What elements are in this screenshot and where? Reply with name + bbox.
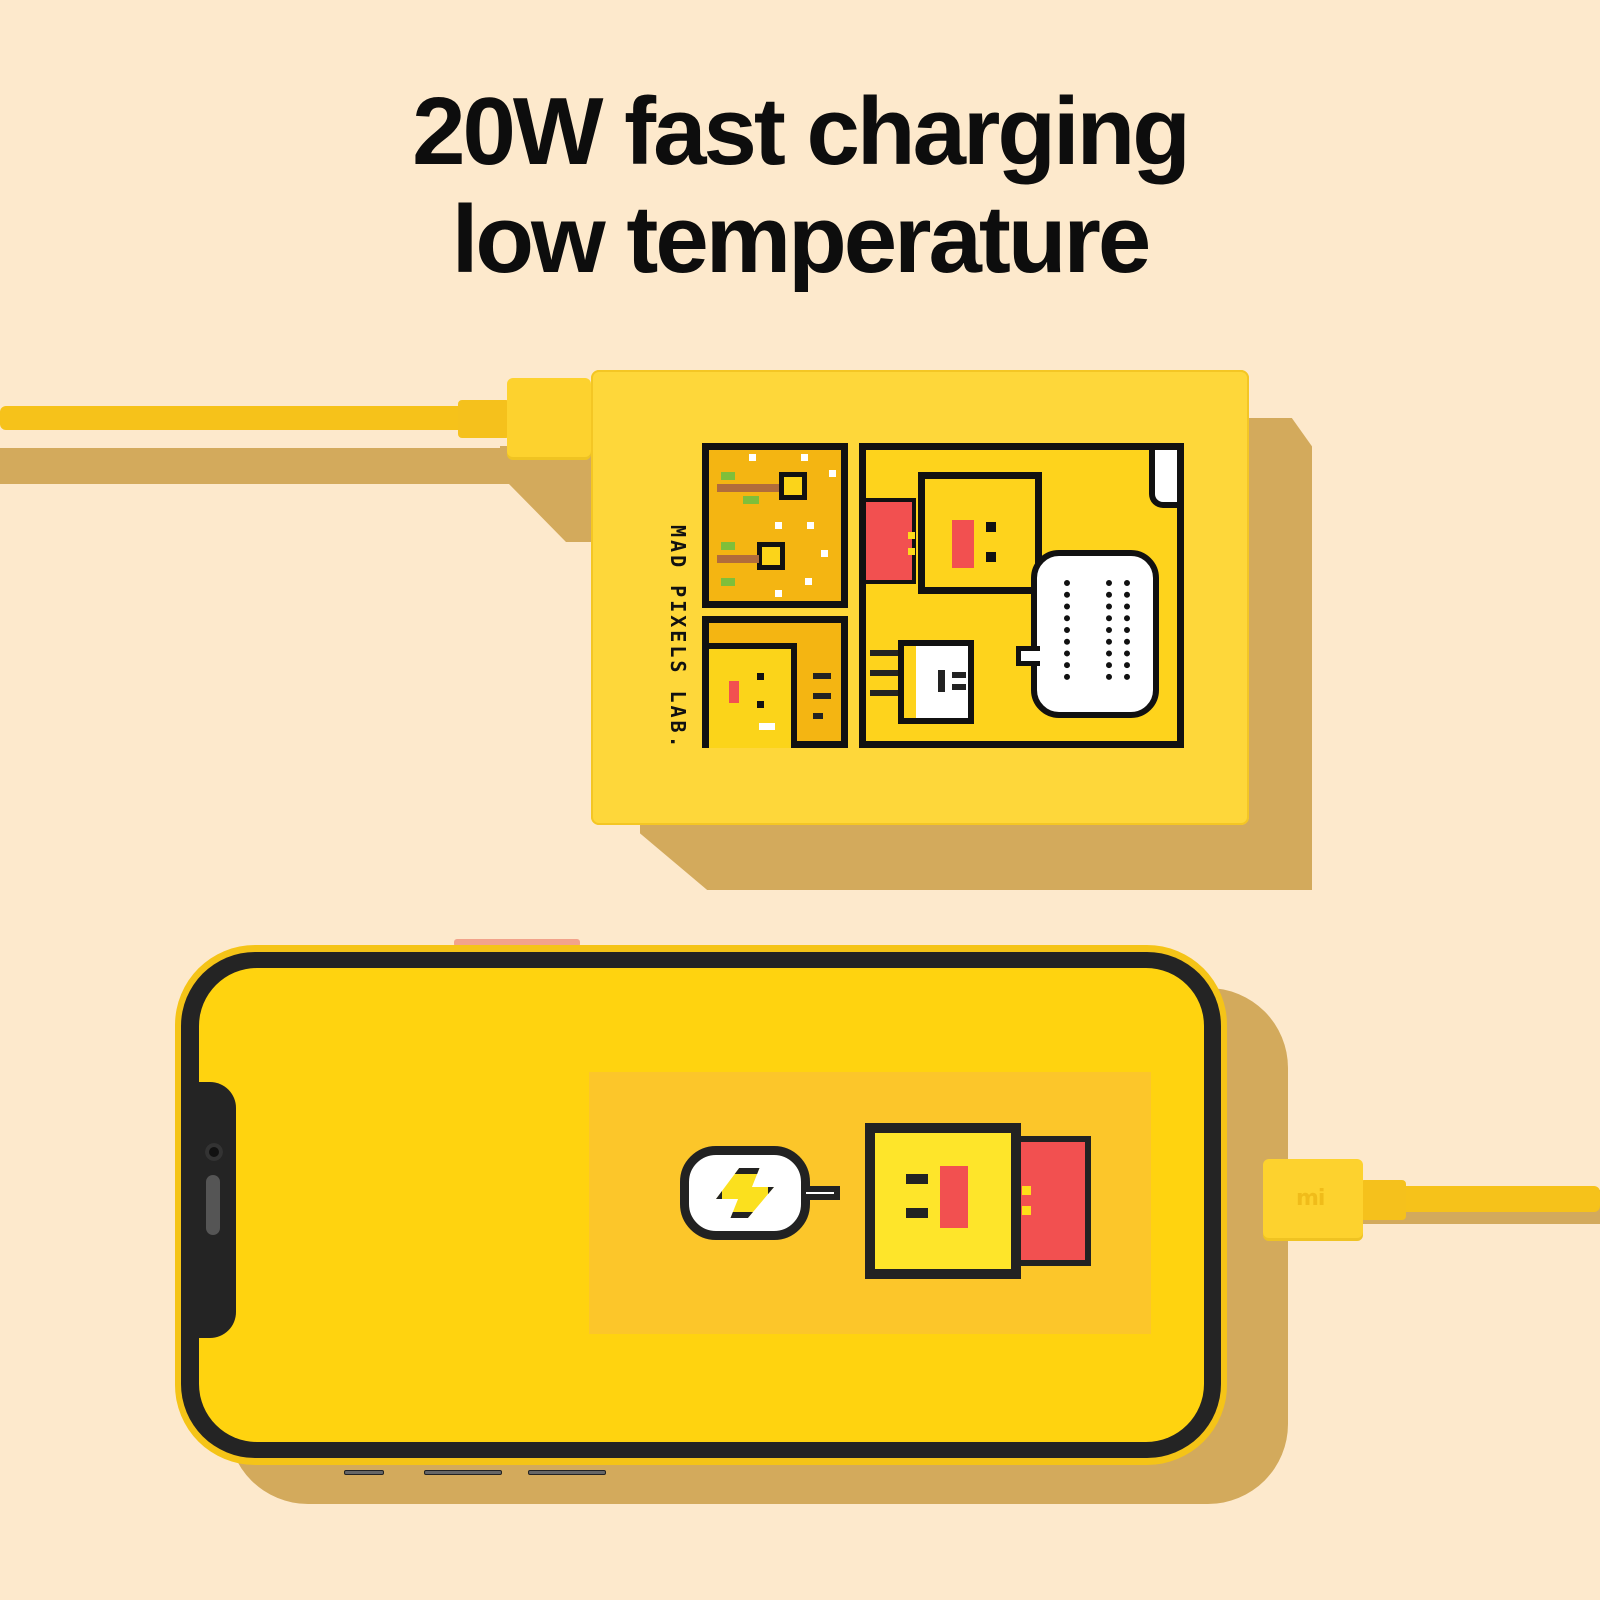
smiley-square-icon: [709, 643, 797, 748]
smiley-square-icon: [918, 472, 1042, 594]
headline: 20W fast charging low temperature: [0, 78, 1600, 294]
duck-legs-icon: [717, 555, 759, 563]
usb-plug-left: [507, 378, 591, 460]
sparkle-icon: [805, 578, 812, 585]
art-panel-face: [702, 616, 848, 748]
sparkle-icon: [821, 550, 828, 557]
sparkle-icon: [775, 522, 782, 529]
duck-wing-icon: [721, 472, 735, 480]
plug-face-icon: [952, 672, 966, 678]
cheek-icon: [940, 1166, 968, 1228]
eye-icon: [986, 522, 996, 532]
sparkle-icon: [759, 723, 775, 730]
plug-prong-icon: [870, 690, 898, 696]
duck-wing-icon: [743, 496, 759, 504]
plug-neck-right: [1360, 1180, 1406, 1220]
pixel-glyph-icon: [1106, 580, 1130, 680]
usb-plug-right: [1263, 1159, 1363, 1241]
eye-dash-icon: [906, 1174, 928, 1184]
duck-wing-icon: [721, 542, 735, 550]
speech-bubble-icon: [1031, 550, 1159, 718]
eye-dash-icon: [906, 1208, 928, 1218]
pixel-glyph-icon: [1064, 580, 1088, 680]
headline-line-2: low temperature: [451, 186, 1152, 293]
art-panel-main: [859, 443, 1184, 748]
usb-cable-left: [0, 406, 470, 430]
headline-line-1: 20W fast charging: [412, 78, 1191, 185]
duck-wing-icon: [721, 578, 735, 586]
speech-bubble-tail-icon: [1016, 646, 1040, 666]
plug-prong-icon: [870, 650, 898, 656]
eye-icon: [757, 701, 764, 708]
sparkle-icon: [775, 590, 782, 597]
art-panel-ducks: [702, 443, 848, 608]
dash-icon: [813, 673, 831, 679]
sparkle-icon: [829, 470, 836, 477]
cheek-icon: [729, 681, 739, 703]
eye-icon: [986, 552, 996, 562]
plug-character-icon: [898, 640, 974, 724]
sparkle-icon: [749, 454, 756, 461]
red-creature-icon: [1021, 1136, 1091, 1266]
red-creature-eye-icon: [908, 532, 915, 539]
red-creature-eye-icon: [908, 548, 915, 555]
earpiece-speaker-icon: [206, 1175, 220, 1235]
plug-face-icon: [952, 684, 966, 690]
brand-text-vertical: MAD PIXELS LAB.: [666, 525, 690, 751]
plug-neck-left: [458, 400, 510, 438]
charging-bubble-tail-icon: [806, 1186, 840, 1200]
phone-side-button: [454, 939, 580, 947]
red-creature-eye-icon: [1022, 1206, 1031, 1215]
plug-prong-icon: [870, 670, 898, 676]
phone-port-slot: [344, 1470, 384, 1475]
usb-cable-right: [1400, 1186, 1600, 1212]
dash-icon: [813, 713, 823, 719]
front-camera-icon: [205, 1143, 223, 1161]
phone-port-slot: [528, 1470, 606, 1475]
duck-body-icon: [757, 542, 785, 570]
red-creature-icon: [866, 498, 916, 584]
duck-body-icon: [779, 472, 807, 500]
red-creature-eye-icon: [1022, 1186, 1031, 1195]
plug-face-icon: [938, 670, 945, 692]
sparkle-icon: [801, 454, 808, 461]
phone-port-slot: [424, 1470, 502, 1475]
dash-icon: [813, 693, 831, 699]
sparkle-icon: [807, 522, 814, 529]
duck-legs-icon: [717, 484, 779, 492]
eye-icon: [757, 673, 764, 680]
mi-logo-icon: mi: [1296, 1186, 1325, 1211]
cheek-icon: [952, 520, 974, 568]
cloud-icon: [1149, 450, 1177, 508]
